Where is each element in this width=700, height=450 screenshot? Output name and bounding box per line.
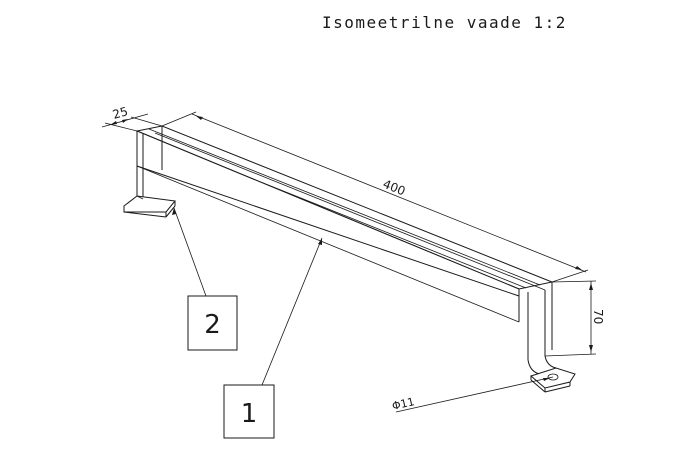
callout-2-box bbox=[187, 295, 238, 351]
beam-part-1 bbox=[135, 125, 554, 323]
bracket-right bbox=[527, 282, 576, 393]
left-foot-plate bbox=[123, 195, 176, 213]
callout-2-label: 2 bbox=[204, 310, 221, 340]
callout-2: 2 bbox=[172, 207, 238, 351]
callout-1-box bbox=[223, 384, 275, 439]
dimension-hole: Φ11 bbox=[391, 376, 554, 413]
callout-1: 1 bbox=[223, 237, 323, 439]
view-title: Isomeetrilne vaade 1:2 bbox=[322, 13, 567, 32]
bracket-left-part-2 bbox=[123, 126, 176, 218]
callout-1-label: 1 bbox=[241, 399, 258, 429]
right-foot-plate bbox=[529, 367, 576, 389]
dimension-length: 400 bbox=[161, 111, 589, 283]
dimension-width-label: 25 bbox=[111, 104, 130, 122]
mounting-hole bbox=[547, 373, 559, 381]
dimension-height-label: 70 bbox=[591, 309, 605, 324]
dimension-hole-label: Φ11 bbox=[391, 395, 416, 413]
dimension-height: 70 bbox=[544, 280, 605, 357]
beam-front-face bbox=[136, 130, 520, 297]
dimension-length-label: 400 bbox=[381, 177, 407, 199]
dimension-width: 25 bbox=[101, 104, 163, 132]
